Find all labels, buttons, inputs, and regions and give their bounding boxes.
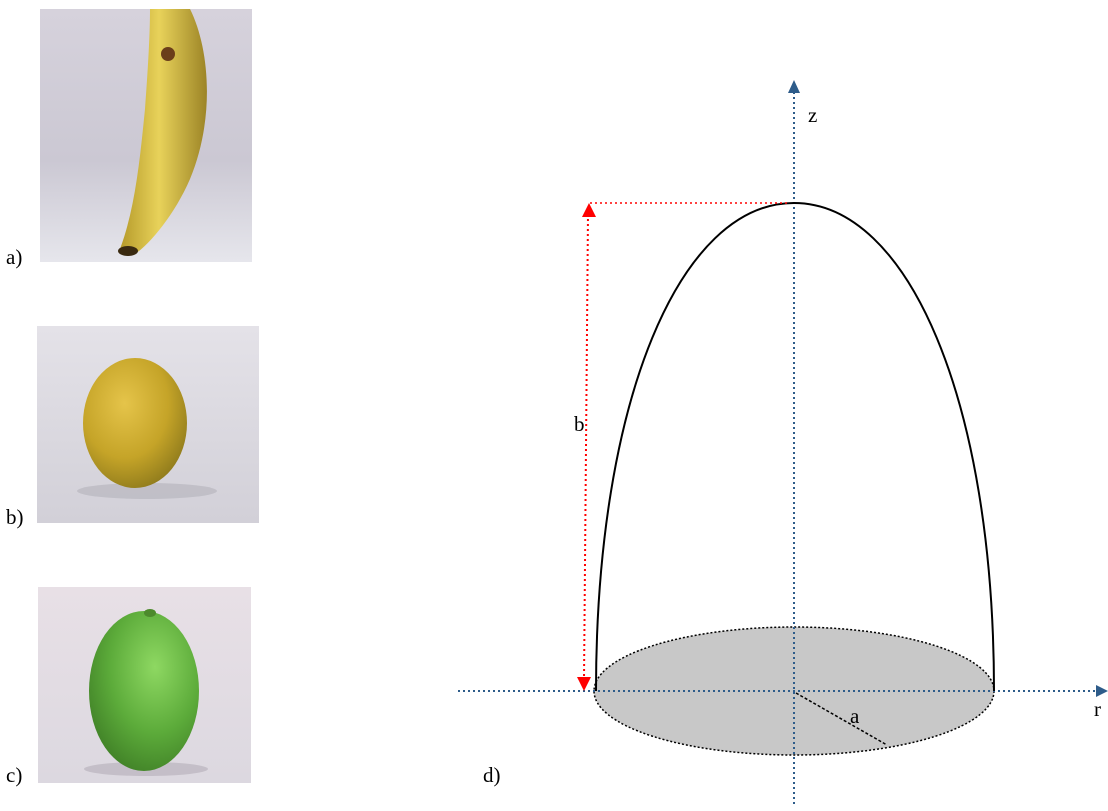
r-axis-arrowhead [1096, 685, 1108, 697]
z-axis-arrowhead [788, 80, 800, 93]
orange-photo [37, 326, 259, 523]
height-dimension-line [583, 213, 589, 681]
height-arrow-up [582, 203, 596, 217]
panel-d-label: d) [483, 763, 501, 787]
panel-b-label: b) [6, 505, 24, 529]
r-axis-label: r [1094, 697, 1101, 721]
radius-line [795, 692, 888, 746]
radius-label: a [850, 704, 860, 728]
ellipsoid-outline [595, 201, 995, 692]
lime-photo [38, 587, 251, 783]
z-axis-label: z [808, 103, 817, 127]
height-label: b [574, 412, 585, 436]
panel-c-label: c) [6, 763, 23, 787]
panel-a-label: a) [6, 245, 23, 269]
banana-photo [40, 9, 252, 262]
height-arrow-down [577, 677, 591, 691]
